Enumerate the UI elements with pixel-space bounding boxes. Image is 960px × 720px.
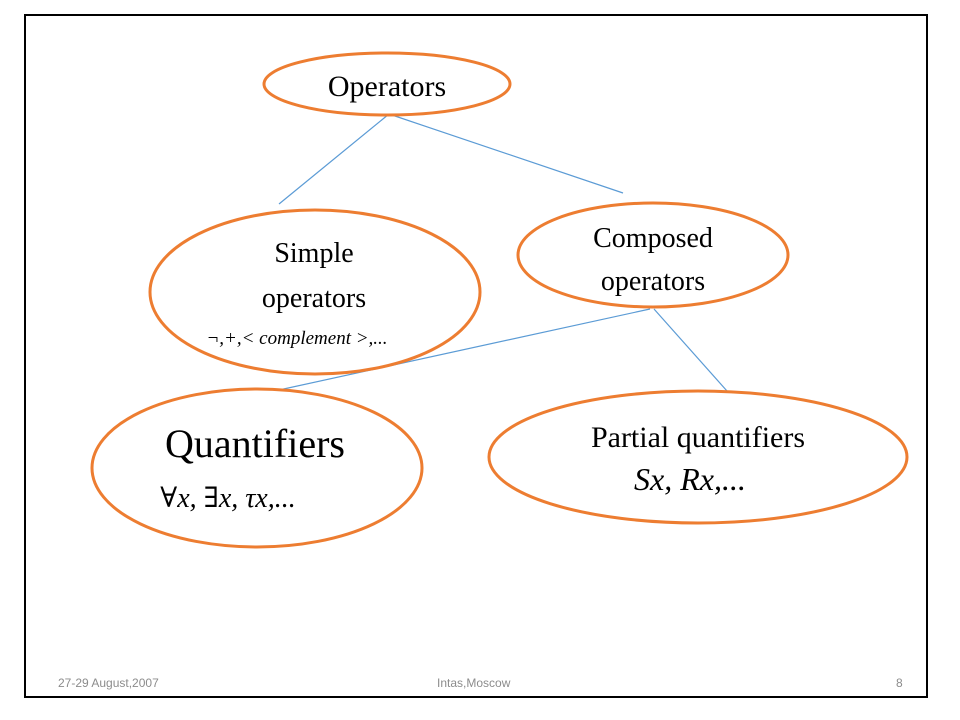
node-operators-label: Operators	[328, 70, 446, 103]
edge-composed-partial	[653, 308, 728, 392]
node-partial-ellipse	[487, 389, 909, 525]
node-simple-ellipse	[148, 208, 482, 376]
edge-composed-quantifiers	[278, 308, 651, 391]
node-simple-label-line1: Simple	[274, 238, 353, 269]
node-operators-ellipse	[262, 51, 512, 117]
node-composed-label-line1: Composed	[593, 223, 713, 254]
node-quantifiers-ellipse	[90, 387, 424, 549]
footer-page-number: 8	[896, 676, 903, 690]
node-composed-label-line2: operators	[601, 266, 705, 297]
node-partial-formula: Sx, Rx,...	[634, 461, 746, 497]
footer-date: 27-29 August,2007	[58, 676, 159, 690]
node-partial-quantifiers: Partial quantifiers Sx, Rx,...	[487, 389, 909, 525]
node-operators: Operators	[262, 51, 512, 117]
node-quantifiers: Quantifiers ∀x, ∃x, τx,...	[90, 387, 424, 549]
node-composed-operators: Composed operators	[516, 201, 790, 309]
node-simple-operators: Simple operators ¬,+,< complement >,...	[148, 208, 482, 376]
edge-operators-composed	[388, 113, 624, 194]
node-quantifiers-label: Quantifiers	[165, 421, 345, 466]
node-partial-label: Partial quantifiers	[591, 421, 805, 454]
node-composed-ellipse	[516, 201, 790, 309]
edge-operators-simple	[278, 113, 390, 205]
node-simple-formula: ¬,+,< complement >,...	[206, 328, 387, 349]
footer-place: Intas,Moscow	[437, 676, 511, 690]
node-quantifiers-formula: ∀x, ∃x, τx,...	[160, 483, 295, 514]
node-simple-label-line2: operators	[262, 283, 366, 314]
slide-frame	[24, 14, 928, 698]
